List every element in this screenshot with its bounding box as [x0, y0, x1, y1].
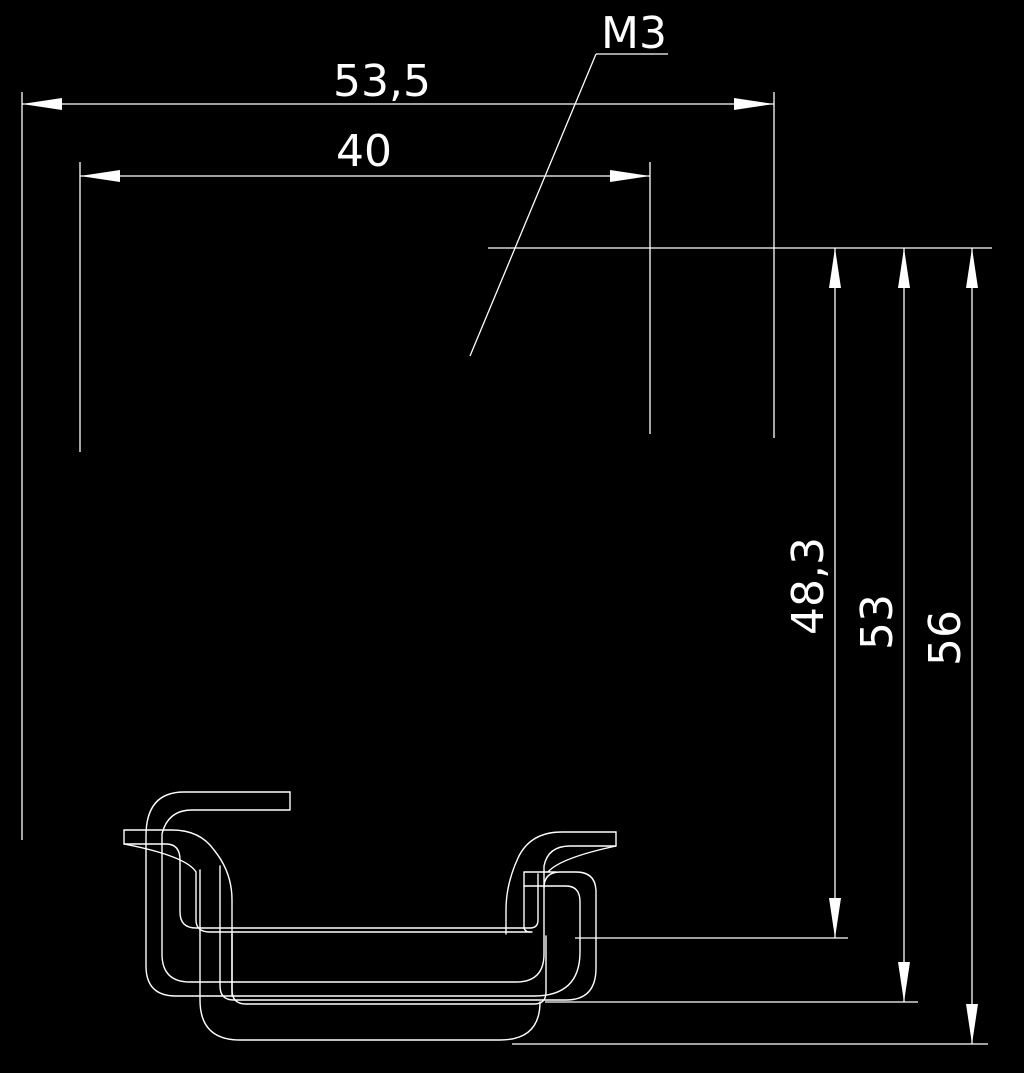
thread-callout: M3: [469, 8, 668, 357]
arrowhead-top: [898, 248, 910, 288]
bracket-part: [123, 791, 617, 1041]
dimension-height-inner: 48,3: [575, 248, 848, 939]
dimension-inner-width: 40: [79, 126, 651, 452]
bracket-top-lip: [161, 791, 597, 1001]
dimension-label-height-middle: 53: [852, 594, 903, 650]
dimension-label-inner-width: 40: [336, 126, 392, 177]
bracket-right-web: [523, 845, 617, 933]
bracket-right-flange: [505, 831, 617, 935]
thread-label: M3: [601, 8, 667, 59]
bracket-right-flange-lower: [543, 831, 617, 889]
dimension-label-height-overall: 56: [920, 610, 971, 666]
dimension-label-overall-width: 53,5: [333, 56, 431, 107]
arrowhead-top: [966, 248, 978, 288]
bracket-left-flange: [123, 829, 547, 1005]
bracket-left-web: [123, 843, 533, 933]
dimension-label-height-inner: 48,3: [783, 537, 834, 635]
bracket-channel-outer: [199, 869, 541, 1041]
arrowhead-left: [80, 170, 120, 182]
bracket-left-flange-lower: [123, 829, 539, 929]
arrowhead-bottom: [898, 962, 910, 1002]
arrowhead-bottom: [966, 1004, 978, 1044]
bracket-outer-contour: [145, 791, 581, 997]
arrowhead-bottom: [829, 898, 841, 938]
arrowhead-top: [829, 248, 841, 288]
arrowhead-left: [22, 98, 62, 110]
dimension-overall-width: 53,5: [21, 56, 775, 840]
arrowhead-right: [734, 98, 774, 110]
arrowhead-right: [610, 170, 650, 182]
thread-leader-line: [469, 53, 597, 357]
dimension-height-middle: 53: [545, 248, 918, 1003]
dimension-height-overall: 56: [512, 248, 988, 1045]
